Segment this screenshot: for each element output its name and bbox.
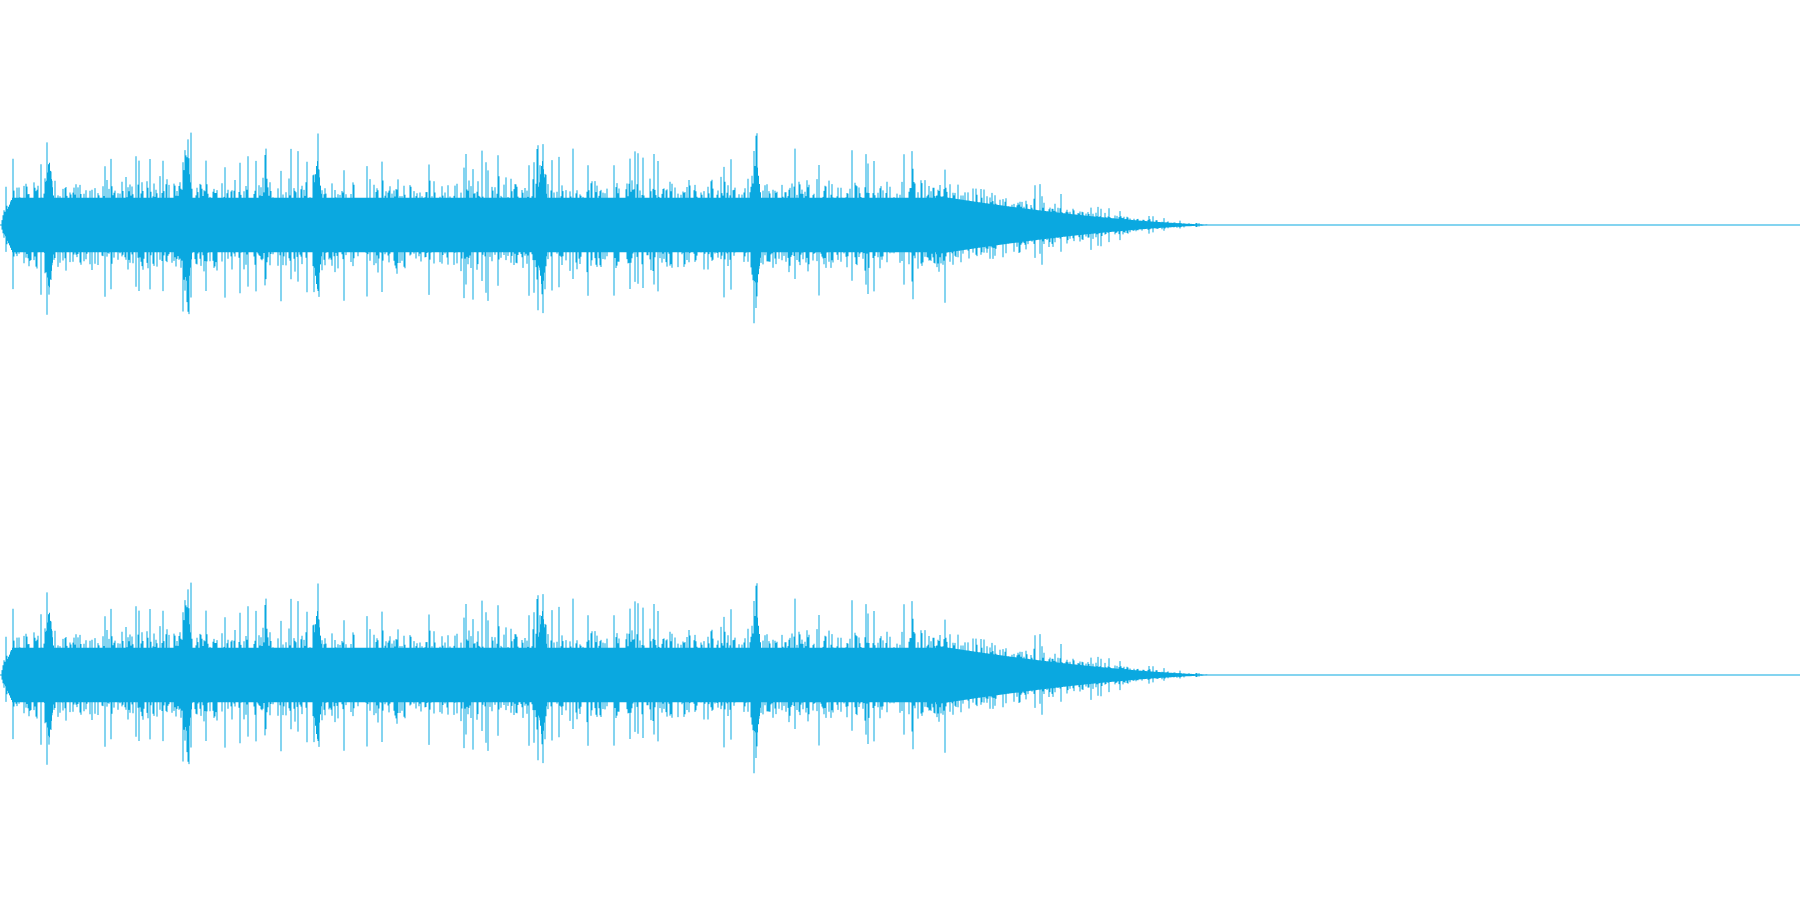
waveform-signal [1,132,1221,324]
waveform-channel-bottom-svg [0,582,1800,774]
waveform-channel-bottom [0,450,1800,900]
waveform-signal [1,582,1221,774]
waveform-channel-top-svg [0,132,1800,324]
waveform-channel-top [0,132,1800,324]
